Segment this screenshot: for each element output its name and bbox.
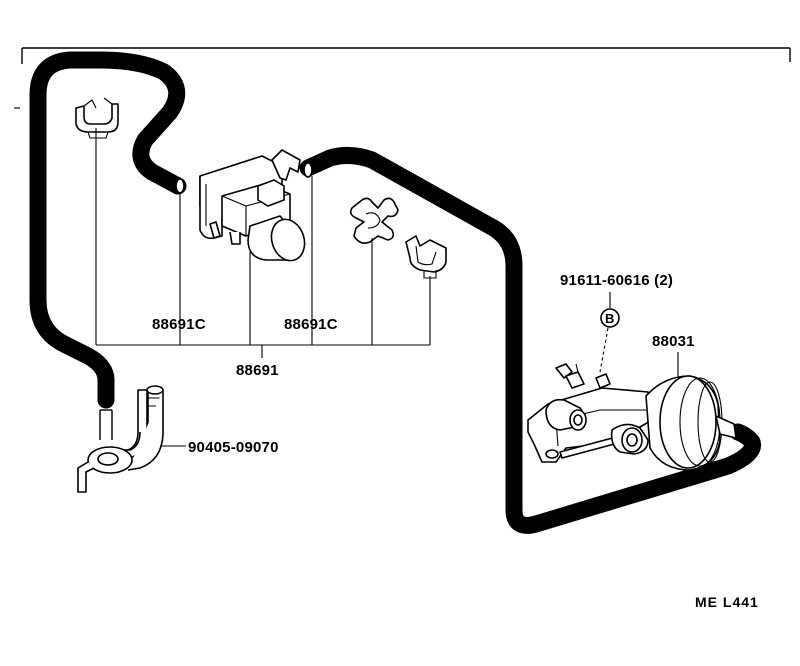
assembly-leader-lines (95, 128, 431, 358)
right-vacuum-hose (299, 146, 761, 534)
label-right-88691c: 88691C (284, 316, 338, 333)
hose-end-right (303, 162, 313, 178)
vacuum-actuator (527, 363, 737, 471)
drawing-code: ME L441 (695, 594, 759, 610)
frame-border (14, 47, 791, 109)
union-fitting (77, 385, 164, 493)
hose-clip-left (75, 97, 119, 139)
left-vacuum-hose (29, 51, 187, 409)
label-bolt: 91611-60616 (2) (560, 272, 673, 289)
label-88031: 88031 (652, 333, 695, 350)
ref-marker-b: B (600, 308, 620, 328)
label-88691: 88691 (236, 362, 279, 379)
label-90405-09070: 90405-09070 (188, 439, 279, 456)
hose-clip-center (349, 197, 399, 244)
svg-text:B: B (605, 311, 614, 326)
label-left-88691c: 88691C (152, 316, 206, 333)
hose-end-left (175, 178, 185, 194)
bolt-leader-dashed (599, 327, 609, 373)
hose-clip-right (405, 235, 447, 279)
vacuum-switching-valve (199, 149, 306, 262)
